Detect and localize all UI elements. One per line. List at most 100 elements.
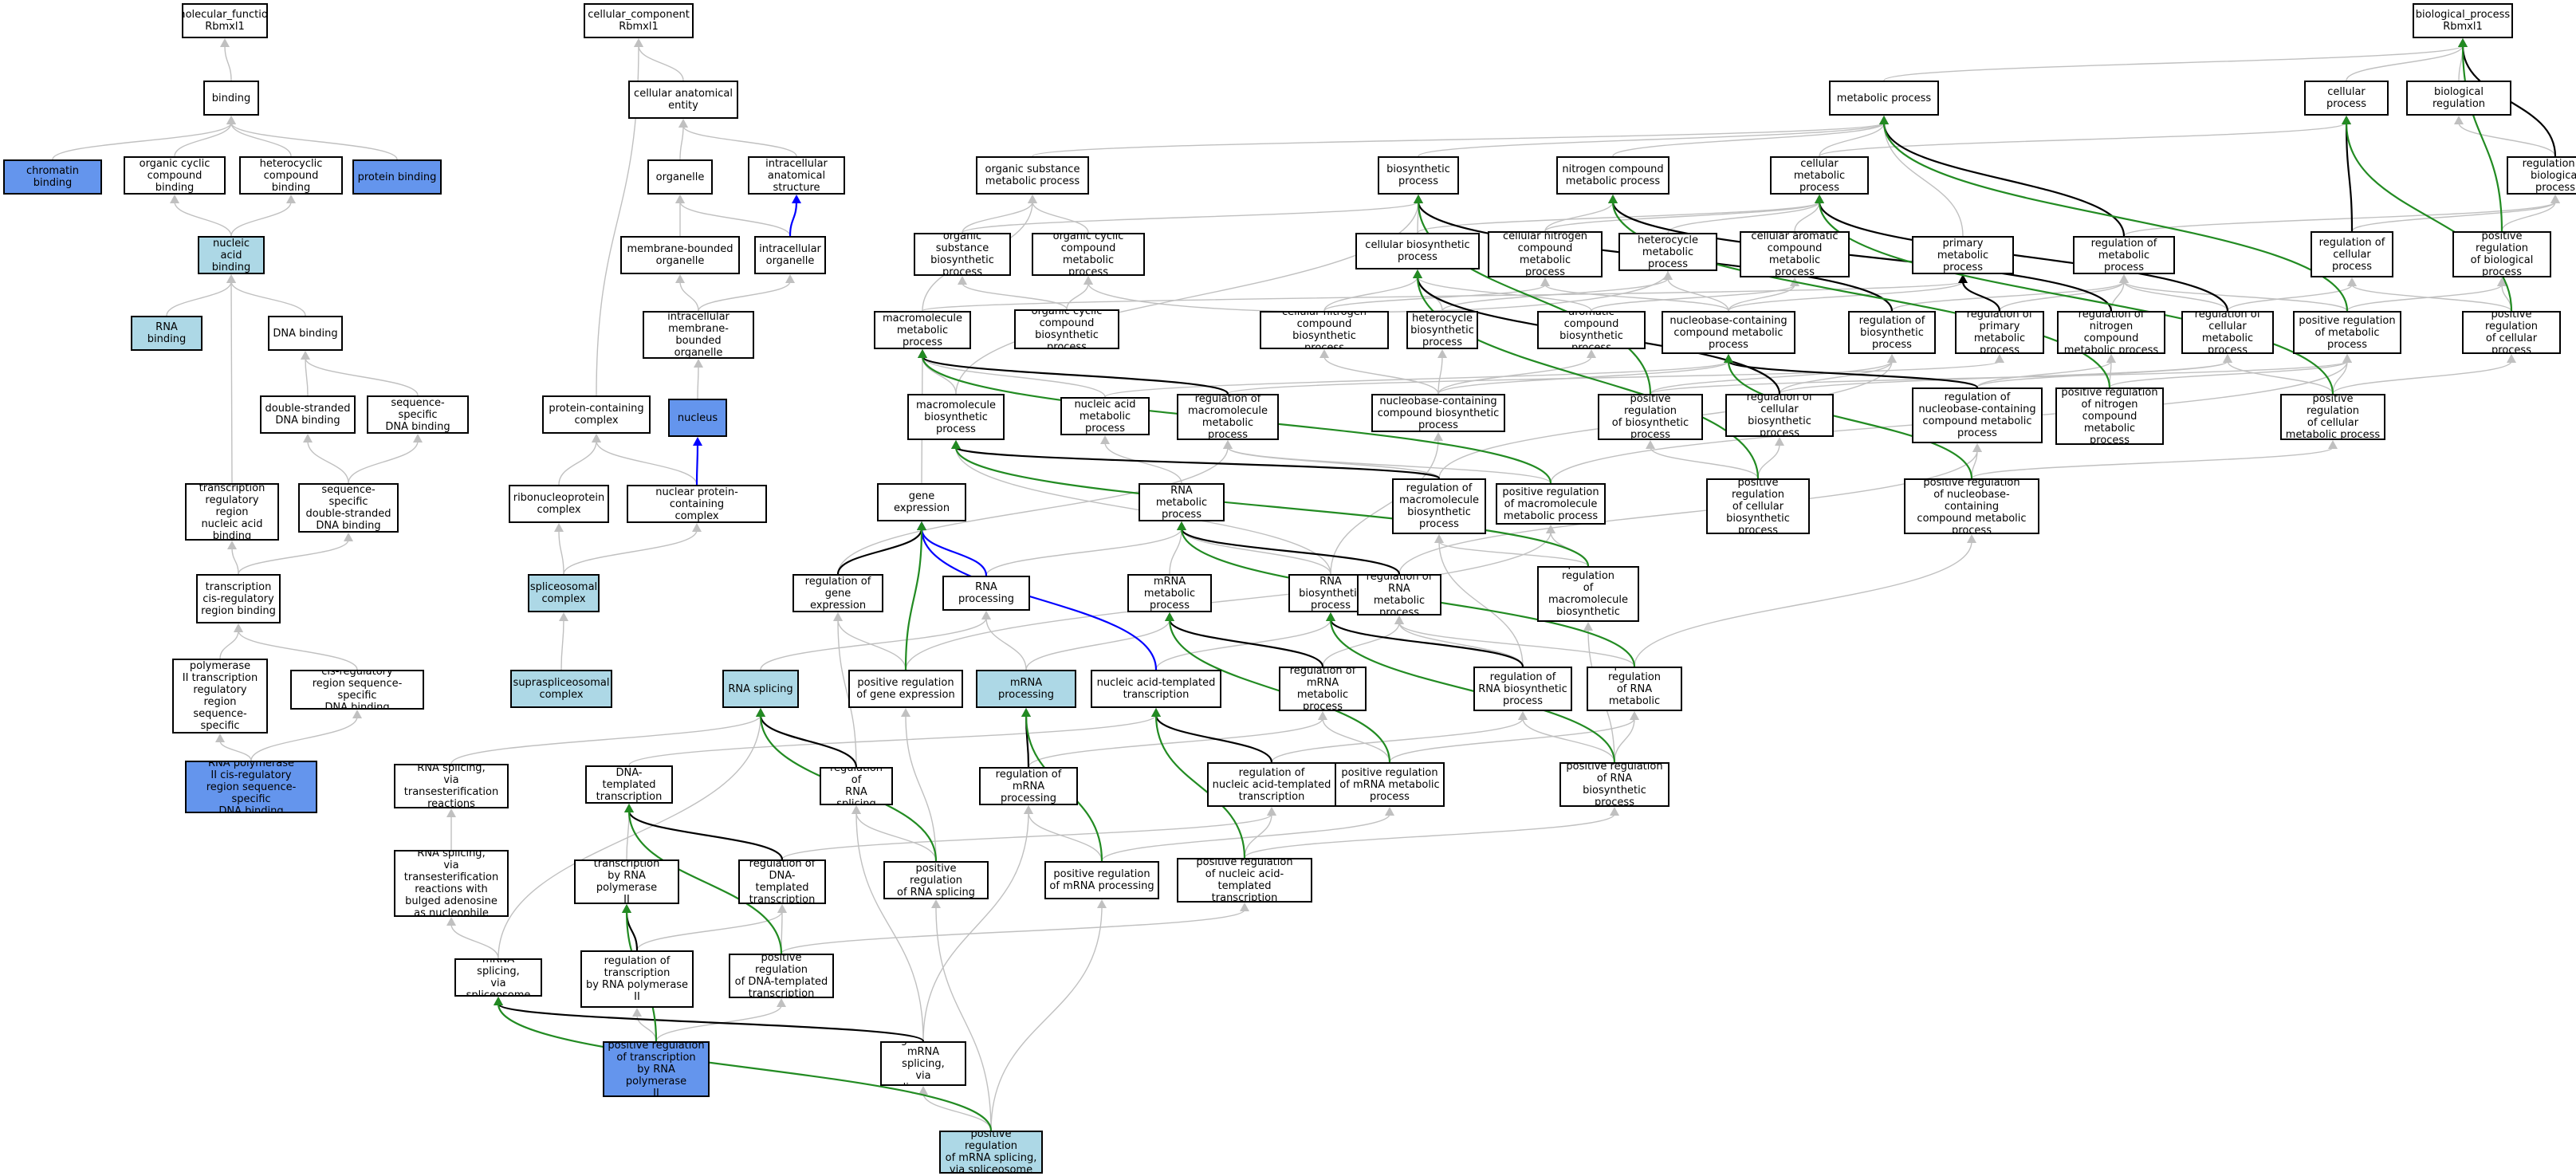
arrowhead-is-a: [1434, 432, 1443, 441]
arrowhead-positively-regulates: [1165, 612, 1174, 621]
edge-is-a: [1028, 812, 1103, 862]
edge-is-a: [922, 356, 1106, 398]
edge-is-a: [760, 617, 987, 671]
arrowhead-is-a: [413, 434, 423, 442]
arrowhead-is-a: [1610, 807, 1619, 816]
edge-is-a: [636, 911, 783, 951]
arrowhead-is-a: [1437, 349, 1447, 358]
go-term-pos-reg-dna-tmpl-tx: positive regulation of DNA-templated tra…: [729, 954, 834, 998]
go-term-pos-reg-mrna-proc: positive regulation of mRNA processing: [1044, 861, 1159, 899]
edge-regulates: [497, 1002, 925, 1043]
edge-is-a: [1667, 201, 1820, 234]
go-term-protein-binding: protein binding: [352, 159, 442, 195]
edge-positively-regulates: [627, 810, 783, 954]
edge-is-a: [230, 122, 398, 160]
arrowhead-is-a: [2223, 354, 2232, 363]
edge-is-a: [307, 440, 349, 484]
go-term-reg-gene-expr: regulation of gene expression: [792, 574, 883, 612]
arrowhead-is-a: [1887, 354, 1897, 363]
go-term-cell-nitro-met: cellular nitrogen compound metabolic pro…: [1488, 231, 1603, 277]
edge-is-a: [1976, 360, 2228, 388]
edge-is-a: [1032, 201, 1089, 234]
go-term-ic-anat: intracellular anatomical structure: [748, 156, 845, 195]
edge-is-a: [1650, 360, 1893, 395]
edge-is-a: [498, 714, 761, 959]
go-term-hetero-bios: heterocycle biosynthetic process: [1406, 311, 1478, 349]
arrowhead-positively-regulates: [1879, 116, 1889, 124]
edge-is-a: [682, 125, 797, 157]
edge-is-a: [1976, 360, 2112, 388]
arrowhead-is-a: [1028, 195, 1037, 203]
arrowhead-is-a: [1223, 440, 1233, 449]
edge-is-a: [1438, 541, 1524, 667]
go-term-reg-mrna-proc: regulation of mRNA processing: [979, 767, 1078, 805]
go-term-org-cyc-met: organic cyclic compound metabolic proces…: [1032, 233, 1145, 276]
go-term-org-cyc-bind: organic cyclic compound binding: [124, 156, 226, 195]
edge-is-a: [638, 45, 684, 81]
edge-regulates: [1727, 360, 1979, 389]
edge-is-a: [52, 122, 232, 160]
go-term-pos-reg-bios: positive regulation of biosynthetic proc…: [1598, 394, 1703, 440]
edge-is-a: [2501, 201, 2556, 232]
edge-is-a: [922, 281, 1964, 312]
go-term-rnap2-cis: RNA polymerase II cis-regulatory region …: [185, 761, 317, 813]
arrowhead-is-a: [1583, 622, 1593, 631]
go-term-org-sub-bios: organic substance biosynthetic process: [914, 233, 1011, 276]
go-term-supraspliceosomal: supraspliceosomal complex: [510, 670, 612, 708]
go-term-cellular-process: cellular process: [2304, 81, 2389, 116]
go-term-nuc-prot-complex: nuclear protein-containing complex: [627, 485, 767, 523]
go-term-reg-cell-bios: regulation of cellular biosynthetic proc…: [1725, 394, 1834, 437]
arrowhead-is-a: [170, 195, 179, 203]
go-term-cell-nitro-bios: cellular nitrogen compound biosynthetic …: [1260, 311, 1389, 349]
edge-is-a: [1227, 360, 2000, 395]
go-term-pos-reg-nucbase-met: positive regulation of nucleobase-contai…: [1904, 478, 2039, 534]
edge-is-a: [990, 906, 1103, 1131]
arrowhead-is-a: [777, 904, 787, 913]
arrowhead-positively-regulates: [494, 997, 503, 1005]
edge-is-a: [2351, 201, 2556, 232]
go-term-org-cyc-bios: organic cyclic compound biosynthetic pro…: [1014, 309, 1119, 349]
edge-is-a: [1779, 360, 1893, 395]
arrowhead-is-a: [931, 899, 941, 908]
edge-is-a: [1728, 284, 1795, 312]
arrowhead-is-a: [352, 710, 362, 718]
arrowhead-is-a: [678, 119, 688, 128]
edge-is-a: [1169, 528, 1182, 575]
edge-regulates: [1611, 201, 2113, 312]
arrowhead-is-a: [692, 523, 702, 532]
edge-positively-regulates: [2461, 45, 2503, 232]
edge-is-a: [1101, 813, 1390, 862]
edge-is-a: [1398, 622, 1635, 667]
edge-regulates: [1329, 619, 1524, 667]
edge-is-a: [1330, 439, 1439, 575]
edge-is-a: [1323, 356, 1439, 395]
edge-positively-regulates: [954, 446, 1590, 567]
edge-part-of: [789, 201, 798, 237]
edge-is-a: [1634, 541, 1972, 667]
edge-regulates: [1180, 528, 1401, 575]
arrowhead-is-a: [632, 1008, 642, 1017]
arrowhead-positively-regulates: [1815, 195, 1824, 203]
arrowhead-is-a: [344, 533, 353, 541]
go-term-primary-met: primary metabolic process: [1912, 236, 2014, 274]
edge-is-a: [1437, 356, 1443, 395]
edge-is-a: [224, 45, 232, 81]
arrowhead-is-a: [1434, 534, 1444, 543]
go-term-reg-nitro-met: regulation of nitrogen compound metaboli…: [2057, 311, 2165, 354]
go-term-reg-cell-met: regulation of cellular metabolic process: [2181, 311, 2274, 354]
edge-is-a: [1418, 122, 1885, 157]
edge-regulates: [954, 446, 1441, 480]
go-term-reg-bio: regulation of biological process: [2507, 156, 2576, 195]
edge-is-a: [1728, 281, 1964, 312]
edge-regulates: [627, 810, 784, 860]
edge-is-a: [230, 281, 306, 317]
go-term-ss-dna-binding: sequence-specific DNA binding: [367, 395, 469, 434]
edge-is-a: [922, 812, 1029, 1042]
arrowhead-is-a: [1972, 443, 1982, 452]
go-term-ic-org: intracellular organelle: [754, 236, 826, 274]
edge-is-a: [628, 714, 1157, 766]
go-term-reg-bios: regulation of biosynthetic process: [1848, 311, 1936, 354]
go-term-ds-dna-binding: double-stranded DNA binding: [260, 395, 356, 434]
go-term-pos-reg-mrna-spl-sps: positive regulation of mRNA splicing, vi…: [939, 1131, 1043, 1174]
go-term-reg-dna-tmpl-tx: regulation of DNA-templated transcriptio…: [738, 859, 826, 904]
